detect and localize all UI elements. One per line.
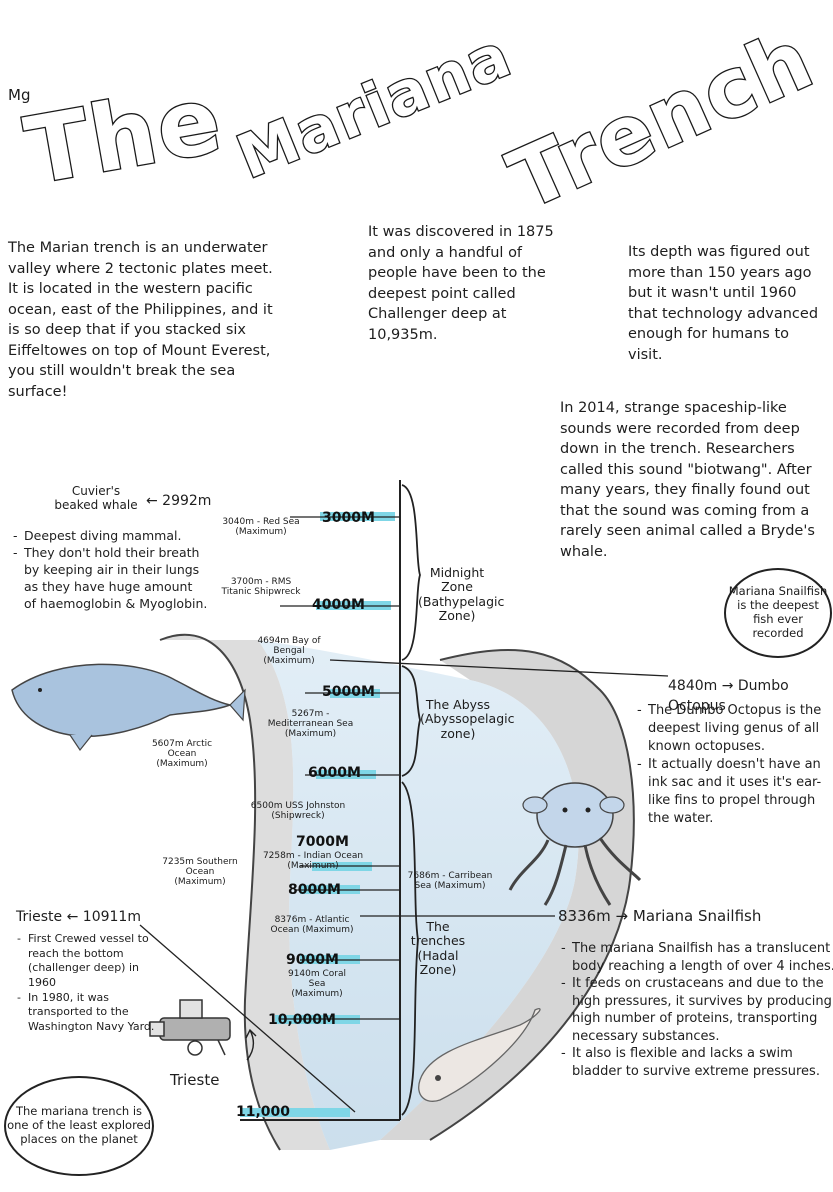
octopus-depth-line xyxy=(329,659,669,677)
octopus-note-1: The Dumbo Octopus is the deepest living … xyxy=(637,702,833,756)
trieste-notes: First Crewed vessel to reach the bottom … xyxy=(16,932,164,1034)
ref-atlantic: 8376m - Atlantic Ocean (Maximum) xyxy=(270,915,354,935)
scale-11000: 11,000 xyxy=(236,1104,291,1120)
discovered-paragraph: It was discovered in 1875 and only a han… xyxy=(368,224,554,343)
depth-figured-paragraph: Its depth was figured out more than 150 … xyxy=(628,244,819,363)
trench-right-wall xyxy=(380,650,634,1140)
scale-8000: 8000M xyxy=(288,882,341,898)
ref-bay-bengal: 4694m Bay of Bengal (Maximum) xyxy=(257,636,321,666)
ref-arctic: 5607m Arctic Ocean (Maximum) xyxy=(151,739,213,769)
trieste-depth-line xyxy=(139,924,356,1113)
whale-depth: ← 2992m xyxy=(146,493,212,509)
zone-midnight: Midnight Zone (Bathypelagic Zone) xyxy=(418,565,505,624)
octopus-note-2: It actually doesn't have an ink sac and … xyxy=(637,756,833,828)
snailfish-note-1: The mariana Snailfish has a translucent … xyxy=(561,940,833,975)
ref-southern: 7235m Southern Ocean (Maximum) xyxy=(162,857,238,887)
zone-abyss: The Abyss (Abyssopelagic zone) xyxy=(420,697,515,741)
scale-4000: 4000M xyxy=(312,597,365,613)
ref-red-sea: 3040m - Red Sea (Maximum) xyxy=(222,517,300,537)
trieste-label: Trieste ← 10911m xyxy=(16,909,141,925)
scale-9000: 9000M xyxy=(286,952,339,968)
scale-6000: 6000M xyxy=(308,765,361,781)
scale-7000: 7000M xyxy=(296,834,349,850)
zone-trenches: The trenches (Hadal Zone) xyxy=(410,919,466,978)
scale-5000: 5000M xyxy=(322,684,375,700)
sounds-paragraph: In 2014, strange spaceship-like sounds w… xyxy=(560,400,815,561)
scale-3000: 3000M xyxy=(322,510,375,526)
trieste-sketch-label: Trieste xyxy=(170,1071,220,1089)
whale-label: Cuvier's beaked whale xyxy=(54,484,138,513)
octopus-notes: The Dumbo Octopus is the deepest living … xyxy=(636,702,833,828)
zone-braces xyxy=(401,484,421,1116)
trieste-note-1: First Crewed vessel to reach the bottom … xyxy=(17,932,164,991)
ref-johnston: 6500m USS Johnston (Shipwreck) xyxy=(250,801,346,821)
whale-drawing xyxy=(11,663,246,752)
scale-10000: 10,000M xyxy=(268,1012,336,1028)
snailfish-label: 8336m → Mariana Snailfish xyxy=(558,907,762,925)
snailfish-note-3: It also is flexible and lacks a swim bla… xyxy=(561,1045,833,1080)
trieste-note-2: In 1980, it was transported to the Washi… xyxy=(17,991,164,1035)
octopus-drawing xyxy=(508,782,642,906)
least-explored-bubble: The mariana trench is one of the least e… xyxy=(4,1076,154,1176)
ref-mediterranean: 5267m - Mediterranean Sea (Maximum) xyxy=(267,709,354,739)
whale-note-1: Deepest diving mammal. xyxy=(13,528,208,545)
snailfish-notes: The mariana Snailfish has a translucent … xyxy=(560,940,833,1080)
ref-titanic: 3700m - RMS Titanic Shipwreck xyxy=(221,577,301,597)
corner-mark: Mg xyxy=(8,86,31,104)
snailfish-drawing xyxy=(418,1008,541,1102)
snailfish-note-2: It feeds on crustaceans and due to the h… xyxy=(561,975,833,1045)
ref-coral: 9140m Coral Sea (Maximum) xyxy=(287,969,347,999)
ref-caribbean: 7686m - Carribean Sea (Maximum) xyxy=(407,871,493,891)
whale-note-2: They don't hold their breath by keeping … xyxy=(13,545,208,613)
whale-notes: Deepest diving mammal. They don't hold t… xyxy=(12,528,208,612)
intro-paragraph: The Marian trench is an underwater valle… xyxy=(8,240,273,401)
ref-indian: 7258m - Indian Ocean (Maximum) xyxy=(262,851,364,871)
snailfish-record-bubble: Mariana Snailfish is the deepest fish ev… xyxy=(724,568,832,658)
